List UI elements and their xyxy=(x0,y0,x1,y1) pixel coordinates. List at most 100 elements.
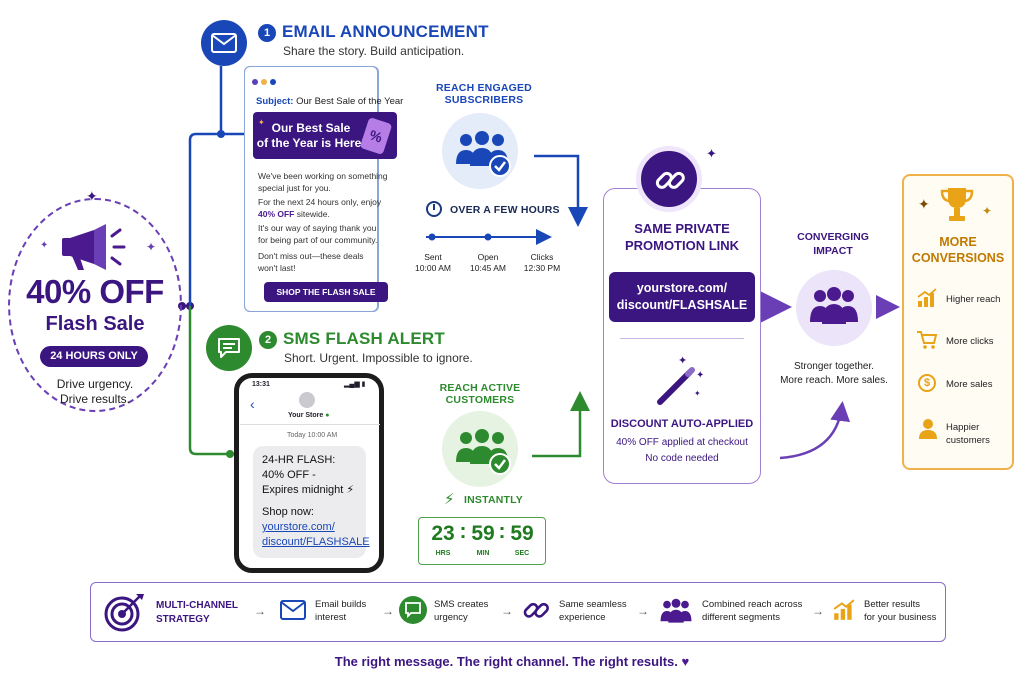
envelope-icon xyxy=(211,33,237,53)
envelope-icon xyxy=(280,600,306,620)
promo-link-box[interactable]: yourstore.com/ discount/FLASHSALE xyxy=(609,272,755,322)
hours-badge: 24 HOURS ONLY xyxy=(40,346,148,367)
impact-title: CONVERGING IMPACT xyxy=(797,231,869,257)
countdown-seconds-label: SEC xyxy=(514,550,530,557)
sparkle-icon: ✦ xyxy=(982,204,993,218)
sparkle-icon: ✦ xyxy=(146,240,157,254)
countdown-minutes: 59 xyxy=(471,522,495,545)
phone-status-icons: ▂▄▆ ▮ xyxy=(344,381,366,388)
message-date: Today 10:00 AM xyxy=(287,432,338,439)
email-body-line4: It's our way of saying thank you xyxy=(258,223,377,233)
email-body-line3: For the next 24 hours only, enjoy xyxy=(258,197,382,207)
sms-chat-icon xyxy=(399,596,427,624)
conversion-more-clicks: More clicks xyxy=(946,336,994,347)
phone-header-divider xyxy=(240,424,380,425)
window-dots xyxy=(252,72,279,90)
strategy-arrow: → xyxy=(382,604,394,618)
impact-subtitle: Stronger together. More reach. More sale… xyxy=(780,361,888,386)
sparkle-icon: ✦ xyxy=(258,118,265,127)
reach-sms-title: REACH ACTIVE CUSTOMERS xyxy=(439,382,521,406)
email-body-highlight: 40% OFF sitewide. xyxy=(258,209,330,219)
group-icon xyxy=(660,598,692,623)
sms-line1: 24-HR FLASH: xyxy=(262,454,336,466)
countdown-hours-label: HRS xyxy=(435,550,451,557)
sms-line3: Expires midnight ⚡ xyxy=(262,484,355,496)
countdown-separator: : xyxy=(459,520,467,543)
shopping-cart-icon xyxy=(917,331,938,349)
sparkle-icon: ✦ xyxy=(706,146,717,161)
trophy-icon xyxy=(940,188,974,221)
rising-bars-icon xyxy=(917,288,937,307)
rising-bars-icon xyxy=(833,599,855,620)
promo-title: SAME PRIVATE PROMOTION LINK xyxy=(624,221,740,253)
sms-step-title: SMS FLASH ALERT xyxy=(283,329,445,348)
sms-line4: Shop now: xyxy=(262,506,314,518)
flash-percent: 40% OFF xyxy=(26,273,164,310)
heart-icon: ♥ xyxy=(681,654,690,669)
email-body-line6: Don't miss out—these deals xyxy=(258,251,364,261)
sparkle-icon: ✦ xyxy=(40,240,49,251)
sparkle-icon: ✦ xyxy=(918,196,930,212)
email-step-number: 1 xyxy=(258,24,276,42)
email-body-line1: We've been working on something xyxy=(258,171,388,181)
sms-line2: 40% OFF - xyxy=(262,469,316,481)
email-step-subtitle: Share the story. Build anticipation. xyxy=(283,44,465,58)
auto-applied-line1: 40% OFF applied at checkout xyxy=(616,437,748,448)
sms-bubble xyxy=(253,446,366,558)
sms-step-subtitle: Short. Urgent. Impossible to ignore. xyxy=(284,351,473,365)
strategy-arrow: → xyxy=(637,604,649,618)
countdown-minutes-label: MIN xyxy=(476,550,490,557)
happy-customer-icon xyxy=(919,419,937,439)
conversion-happier-customers: Happier customers xyxy=(946,422,990,446)
email-step-title: EMAIL ANNOUNCEMENT xyxy=(282,22,489,41)
sms-link-line1[interactable]: yourstore.com/ xyxy=(262,521,335,533)
conversions-panel xyxy=(902,174,1014,470)
back-chevron-icon[interactable]: ‹ xyxy=(250,396,255,412)
sms-timing: INSTANTLY xyxy=(464,494,523,506)
countdown-separator: : xyxy=(498,520,506,543)
countdown-seconds: 59 xyxy=(510,522,534,545)
megaphone-icon xyxy=(62,224,126,270)
flash-sub-line1: Drive urgency. xyxy=(56,377,134,391)
chat-bubble-icon xyxy=(218,338,240,358)
chain-link-icon xyxy=(523,602,549,618)
strategy-bar xyxy=(90,582,946,642)
contact-avatar xyxy=(299,392,315,408)
lightning-icon: ⚡ xyxy=(444,491,455,508)
email-step-circle xyxy=(201,20,247,66)
reach-email-title: REACH ENGAGED SUBSCRIBERS xyxy=(436,82,532,106)
dollar-coin-icon: $ xyxy=(918,374,936,392)
conversion-higher-reach: Higher reach xyxy=(946,294,1001,305)
sms-step-circle xyxy=(206,325,252,371)
flash-title: Flash Sale xyxy=(45,313,145,335)
clock-icon xyxy=(426,201,442,217)
email-preview-card-frame xyxy=(244,66,379,312)
sms-link-line2[interactable]: discount/FLASHSALE xyxy=(262,536,370,548)
flash-sale-circle xyxy=(8,198,182,412)
email-subject: Subject: Our Best Sale of the Year xyxy=(256,96,404,107)
target-icon xyxy=(104,594,144,632)
promo-divider xyxy=(620,338,744,339)
impact-group-icon xyxy=(810,287,858,324)
email-body-line2: special just for you. xyxy=(258,183,331,193)
shop-flash-sale-button[interactable]: SHOP THE FLASH SALE xyxy=(264,282,388,302)
svg-text:✦: ✦ xyxy=(694,389,701,398)
strategy-arrow: → xyxy=(254,604,266,618)
conversion-more-sales: More sales xyxy=(946,379,993,390)
conversions-title: MORE CONVERSIONS xyxy=(911,235,1005,265)
strategy-title: MULTI-CHANNEL STRATEGY xyxy=(156,600,239,625)
link-icon-circle xyxy=(636,146,702,212)
countdown-hours: 23 xyxy=(431,522,455,545)
strategy-arrow: → xyxy=(501,604,513,618)
promotion-panel xyxy=(603,188,761,484)
customers-group-icon xyxy=(456,429,511,475)
email-banner-text: Our Best Sale of the Year is Here! xyxy=(256,121,366,150)
strategy-arrow: → xyxy=(812,604,824,618)
